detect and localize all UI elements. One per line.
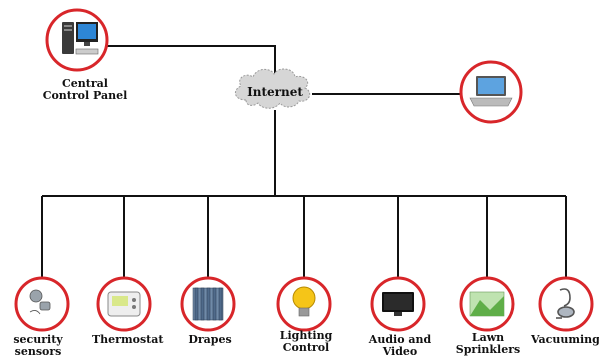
thermostat-icon [107,291,141,317]
device-node-security [14,276,70,332]
device-label-lighting: Lighting Control [279,329,333,354]
device-label-thermostat: Thermostat [92,333,164,346]
laptop-icon [469,76,513,107]
device-node-thermostat [96,276,152,332]
control-panel-node [45,8,109,72]
light-bulb-icon [292,286,316,317]
device-label-security: security sensors [13,333,63,358]
drapes-icon [192,287,224,321]
cloud-icon [234,68,311,109]
device-label-vacuum: Vacuuming [531,333,599,346]
device-node-lawn [459,276,515,332]
device-node-audio-video [370,276,426,332]
internet-cloud [234,68,311,109]
television-icon [382,292,414,316]
control-panel-label: Central Control Panel [42,77,128,102]
device-node-drapes [180,276,236,332]
desktop-computer-icon [62,22,99,55]
connection-lines [41,45,567,284]
device-node-vacuum [538,276,594,332]
device-label-drapes: Drapes [188,333,232,346]
line-control-panel-to-internet [96,45,276,78]
security-sensor-icon [29,289,51,315]
device-node-lighting [276,276,332,332]
vacuum-icon [556,288,575,319]
device-label-audio-video: Audio and Video [368,333,432,358]
internet-label: Internet [247,85,303,99]
lawn-icon [469,291,505,317]
laptop-node [459,60,523,124]
device-label-lawn: Lawn Sprinklers [455,331,521,356]
